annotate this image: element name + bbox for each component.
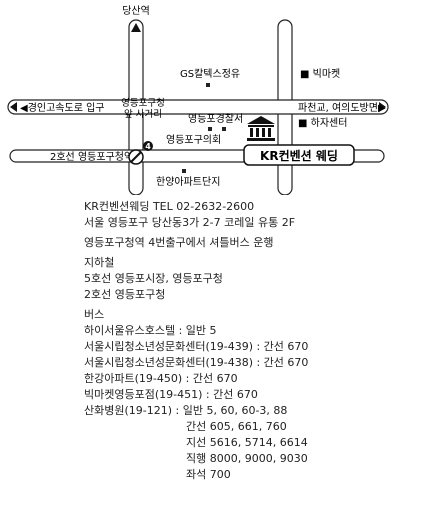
- subway-line-1: 5호선 영등포시장, 영등포구청: [84, 272, 223, 285]
- label-line2: 2호선 영등포구청역: [50, 151, 133, 163]
- venue-address: 서울 영등포구 당산동3가 2-7 코레일 유통 2F: [84, 216, 296, 229]
- marker-hanyang: [182, 169, 186, 173]
- bus-line-6: 산화병원(19-121) : 일반 5, 60, 60-3, 88: [84, 404, 288, 417]
- bus-line-4: 한강아파트(19-450) : 간선 670: [84, 372, 238, 385]
- label-council: 영등포구의회: [166, 134, 221, 146]
- bus-continued-4: 좌석 700: [186, 468, 231, 481]
- label-office-junction-1: 영등포구청: [121, 98, 165, 109]
- label-gyeongin: ◀경인고속도로 입구: [20, 101, 104, 114]
- label-gs: GS칼텍스정유: [180, 67, 240, 80]
- label-bigmarket: ■ 빅마켓: [300, 68, 340, 80]
- location-map: 당산역 GS칼텍스정유 ■ 빅마켓 ◀경인고속도로 입구 영등포구청 앞 사거리…: [7, 5, 389, 195]
- bus-title: 버스: [84, 308, 105, 321]
- bus-continued-3: 직행 8000, 9000, 9030: [186, 452, 308, 465]
- marker-police: [208, 127, 212, 131]
- bus-continued-1: 간선 605, 661, 760: [186, 420, 287, 433]
- road-gyeongin: [7, 99, 389, 115]
- right-arrow-icon: [379, 102, 386, 112]
- label-dangsan: 당산역: [122, 5, 150, 17]
- label-hanyang: 한양아파트단지: [156, 176, 220, 188]
- marker-police-2: [222, 127, 226, 131]
- label-hija: ■ 하자센터: [298, 116, 347, 129]
- venue-box: [243, 144, 355, 166]
- bus-line-3: 서울시립청소년성문화센터(19-438) : 간선 670: [84, 356, 309, 369]
- marker-gs: [206, 83, 210, 87]
- subway-line-2: 2호선 영등포구청: [84, 288, 166, 301]
- left-arrow-icon: [10, 102, 17, 112]
- exit-number: 4: [145, 142, 151, 151]
- venue-name-tel: KR컨벤션웨딩 TEL 02-2632-2600: [84, 200, 255, 213]
- bus-continued-2: 지선 5616, 5714, 6614: [186, 436, 308, 449]
- label-gwacheon: 파천교, 여의도방면▶: [298, 102, 386, 114]
- bus-line-2: 서울시립청소년성문화센터(19-439) : 간선 670: [84, 340, 309, 353]
- north-arrow-icon: [131, 23, 141, 32]
- bus-line-5: 빅마켓영등포점(19-451) : 간선 670: [84, 388, 258, 401]
- label-venue: KR컨벤션 웨딩: [260, 148, 338, 163]
- exit-number-icon: [143, 141, 153, 151]
- bus-line-1: 하이서울유스호스텔 : 일반 5: [84, 324, 217, 337]
- label-office-junction-2: 앞 사거리: [124, 108, 162, 120]
- label-police: 영등포경찰서: [188, 112, 243, 125]
- building-icon: [247, 116, 275, 141]
- subway-title: 지하철: [84, 256, 115, 269]
- shuttle-info: 영등포구청역 4번출구에서 셔틀버스 운행: [84, 236, 274, 249]
